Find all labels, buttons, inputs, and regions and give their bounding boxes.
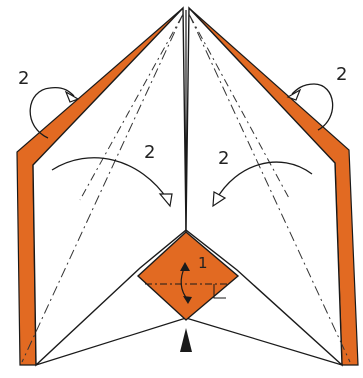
middle-left-fold-arrowhead <box>158 193 173 208</box>
fold-line-left-long <box>21 13 184 363</box>
middle-right-fold-arrow <box>215 161 313 201</box>
fold-line-right-inner <box>189 15 291 201</box>
upper-left-flip-arrow <box>29 86 75 139</box>
middle-right-fold-arrowhead <box>212 191 227 208</box>
center-orange-square <box>136 231 240 321</box>
step-label-middle-right: 2 <box>218 148 229 169</box>
right-white-panel <box>185 6 343 367</box>
step-label-middle-left: 2 <box>144 142 155 163</box>
fold-line-left-inner <box>79 15 183 201</box>
center-fold-arrowhead-down <box>183 296 192 304</box>
upper-right-flip-arrowhead <box>286 88 302 101</box>
fold-line-right-long <box>188 13 351 363</box>
lower-edge-right <box>185 317 343 366</box>
step-label-center: 1 <box>198 254 208 272</box>
upper-left-flip-arrowhead <box>64 90 80 103</box>
lower-edge-left <box>35 317 187 366</box>
step-label-upper-right: 2 <box>336 64 347 85</box>
left-white-panel <box>32 6 187 367</box>
upper-right-flip-arrow <box>291 83 334 131</box>
middle-left-fold-arrow <box>51 157 169 201</box>
push-marker-icon <box>180 328 192 352</box>
step-label-upper-left: 2 <box>18 68 29 89</box>
center-notch <box>213 284 226 299</box>
center-fold-arrowhead-up <box>180 262 190 271</box>
